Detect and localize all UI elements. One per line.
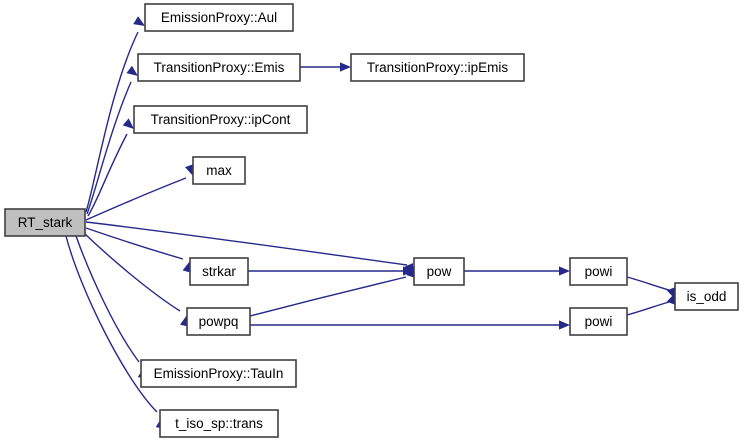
node-box-strkar[interactable] (189, 257, 249, 286)
edge-emis-to-ipemis (300, 62, 351, 72)
edge-strkar-to-pow (248, 266, 414, 276)
node-label-ipcont: TransitionProxy::ipCont (151, 112, 291, 127)
node-box-emis[interactable] (137, 53, 301, 82)
node-label-powpq: powpq (199, 314, 239, 329)
node-box-powi_top[interactable] (569, 257, 628, 286)
arrowhead-icon (185, 164, 194, 176)
node-powi_bottom[interactable]: powi (569, 307, 628, 336)
arrowhead-icon (404, 263, 414, 275)
node-box-ipcont[interactable] (133, 105, 308, 134)
node-label-tauin: EmissionProxy::TauIn (154, 366, 284, 381)
node-label-is_odd: is_odd (687, 289, 727, 304)
edge-rt_stark-to-powpq (83, 232, 189, 327)
node-box-powi_bottom[interactable] (569, 307, 628, 336)
node-label-strkar: strkar (202, 264, 236, 279)
node-box-max[interactable] (192, 156, 246, 185)
node-rt_stark[interactable]: RT_stark (4, 208, 86, 237)
edge-rt_stark-to-max (85, 164, 194, 221)
node-label-aul: EmissionProxy::Aul (161, 10, 277, 25)
arrowhead-icon (340, 62, 351, 72)
arrowhead-icon (559, 266, 570, 276)
node-box-tauin[interactable] (140, 359, 297, 388)
node-label-trans: t_iso_sp::trans (175, 416, 263, 431)
node-powpq[interactable]: powpq (186, 307, 251, 336)
edge-rt_stark-to-pow (85, 221, 415, 278)
node-box-rt_stark[interactable] (4, 208, 86, 237)
nodes-layer: RT_stark EmissionProxy::AulTransitionProx… (4, 3, 739, 438)
edge-rt_stark-to-trans (65, 235, 165, 429)
node-label-powi_bottom: powi (585, 314, 613, 329)
node-box-pow[interactable] (413, 257, 465, 286)
edge-powi_bottom-to-is_odd (626, 287, 676, 316)
arrowhead-icon (559, 320, 570, 330)
arrowhead-icon (126, 65, 138, 76)
node-powi_top[interactable]: powi (569, 257, 628, 286)
edge-pow-to-powi_top (464, 266, 570, 276)
node-emis[interactable]: TransitionProxy::Emis (137, 53, 301, 82)
node-is_odd[interactable]: is_odd (674, 282, 739, 311)
node-box-trans[interactable] (159, 409, 279, 438)
node-ipcont[interactable]: TransitionProxy::ipCont (133, 105, 308, 134)
edge-rt_stark-to-emis (86, 65, 138, 215)
node-box-ipemis[interactable] (350, 53, 525, 82)
node-label-powi_top: powi (585, 264, 613, 279)
edge-rt_stark-to-ipcont (87, 118, 134, 217)
node-box-powpq[interactable] (186, 307, 251, 336)
node-tauin[interactable]: EmissionProxy::TauIn (140, 359, 297, 388)
edge-powpq-to-pow (249, 263, 414, 317)
node-aul[interactable]: EmissionProxy::Aul (144, 3, 294, 32)
node-box-is_odd[interactable] (674, 282, 739, 311)
arrowhead-icon (133, 16, 145, 26)
edge-powpq-to-powi_bottom (250, 320, 570, 330)
node-label-pow: pow (427, 264, 452, 279)
node-pow[interactable]: pow (413, 257, 465, 286)
arrowhead-icon (666, 287, 676, 299)
node-label-max: max (206, 163, 232, 178)
node-label-ipemis: TransitionProxy::ipEmis (367, 60, 509, 75)
arrowhead-icon (122, 118, 134, 129)
node-box-aul[interactable] (144, 3, 294, 32)
node-label-emis: TransitionProxy::Emis (154, 60, 285, 75)
node-strkar[interactable]: strkar (189, 257, 249, 286)
node-ipemis[interactable]: TransitionProxy::ipEmis (350, 53, 525, 82)
arrowhead-icon (403, 266, 414, 276)
node-trans[interactable]: t_iso_sp::trans (159, 409, 279, 438)
node-max[interactable]: max (192, 156, 246, 185)
edge-rt_stark-to-aul (85, 16, 145, 213)
edges-layer (65, 16, 676, 429)
node-label-rt_stark: RT_stark (18, 215, 73, 230)
